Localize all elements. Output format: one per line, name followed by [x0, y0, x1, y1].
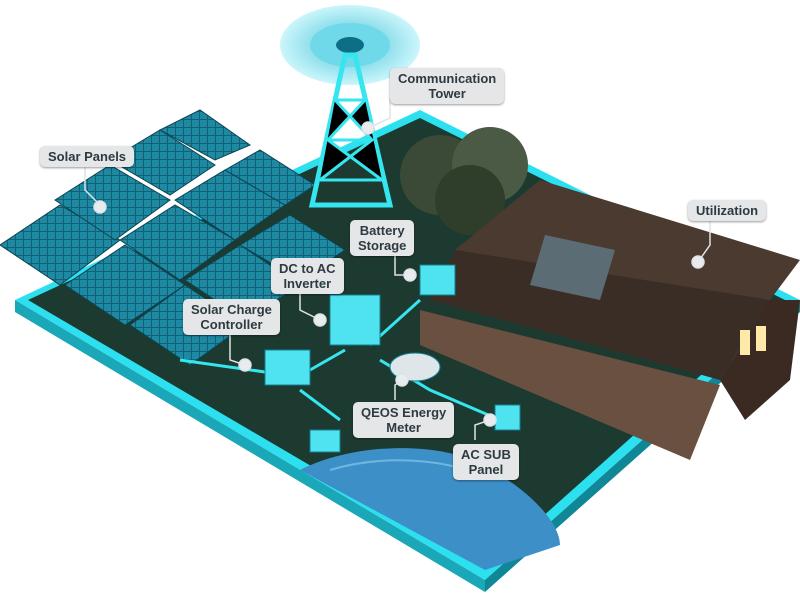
label-line: Solar Charge	[191, 302, 272, 317]
label-line: Panel	[468, 462, 504, 477]
charge-controller-unit	[264, 349, 311, 386]
label-line: DC to AC	[279, 261, 336, 276]
label-line: Controller	[200, 317, 263, 332]
label-solar-panels: Solar Panels	[40, 146, 135, 167]
ac-sub-panel-unit	[494, 404, 521, 431]
inverter-unit	[329, 294, 381, 346]
battery-unit	[419, 264, 456, 296]
label-line: Inverter	[283, 276, 332, 291]
water-pump-unit	[309, 429, 341, 453]
label-line: Communication	[398, 71, 497, 86]
label-line: QEOS Energy	[361, 405, 447, 420]
label-line: Battery	[359, 223, 405, 238]
label-line: Meter	[386, 420, 421, 435]
tree	[400, 127, 528, 235]
label-line: AC SUB	[461, 447, 511, 462]
house	[420, 180, 800, 460]
communication-tower	[280, 5, 420, 208]
label-line: Solar Panels	[48, 149, 127, 164]
label-line: Tower	[428, 86, 466, 101]
label-line: Storage	[358, 238, 407, 253]
label-line: Utilization	[696, 203, 759, 218]
leader-lines	[84, 98, 711, 440]
label-utilization: Utilization	[688, 200, 767, 221]
